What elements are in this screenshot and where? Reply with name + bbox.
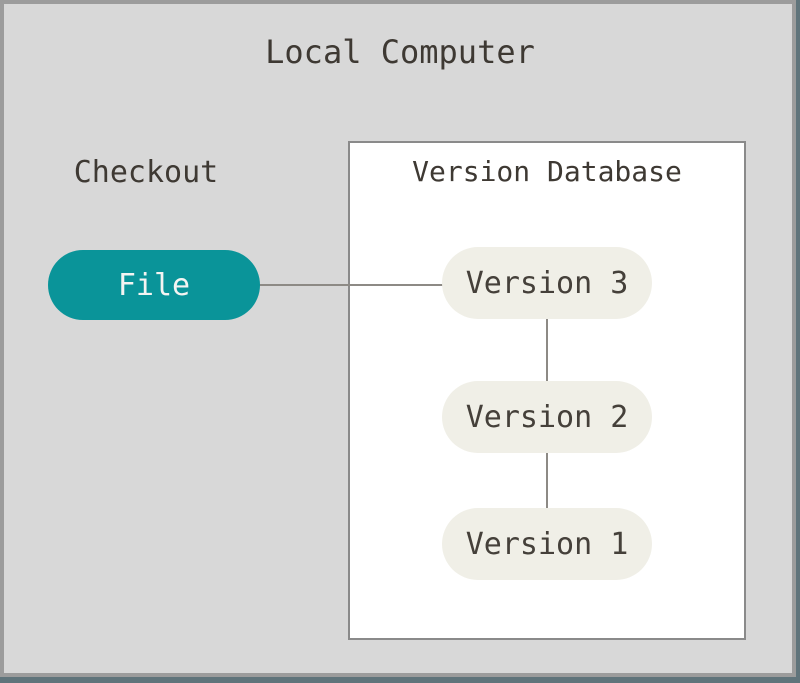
version-node-3: Version 3: [442, 247, 652, 319]
checkout-label: Checkout: [73, 155, 219, 190]
version-node-1-label: Version 1: [465, 526, 629, 562]
file-node: File: [48, 250, 260, 320]
version2-to-version1-connector: [546, 452, 548, 509]
version3-to-version2-connector: [546, 318, 548, 382]
version-node-3-label: Version 3: [465, 265, 629, 301]
diagram-title: Local Computer: [265, 33, 535, 71]
file-to-version3-connector: [256, 284, 444, 286]
version-database-label: Version Database: [412, 155, 682, 188]
file-node-label: File: [117, 267, 191, 303]
version-node-2: Version 2: [442, 381, 652, 453]
version-node-1: Version 1: [442, 508, 652, 580]
version-node-2-label: Version 2: [465, 399, 629, 435]
